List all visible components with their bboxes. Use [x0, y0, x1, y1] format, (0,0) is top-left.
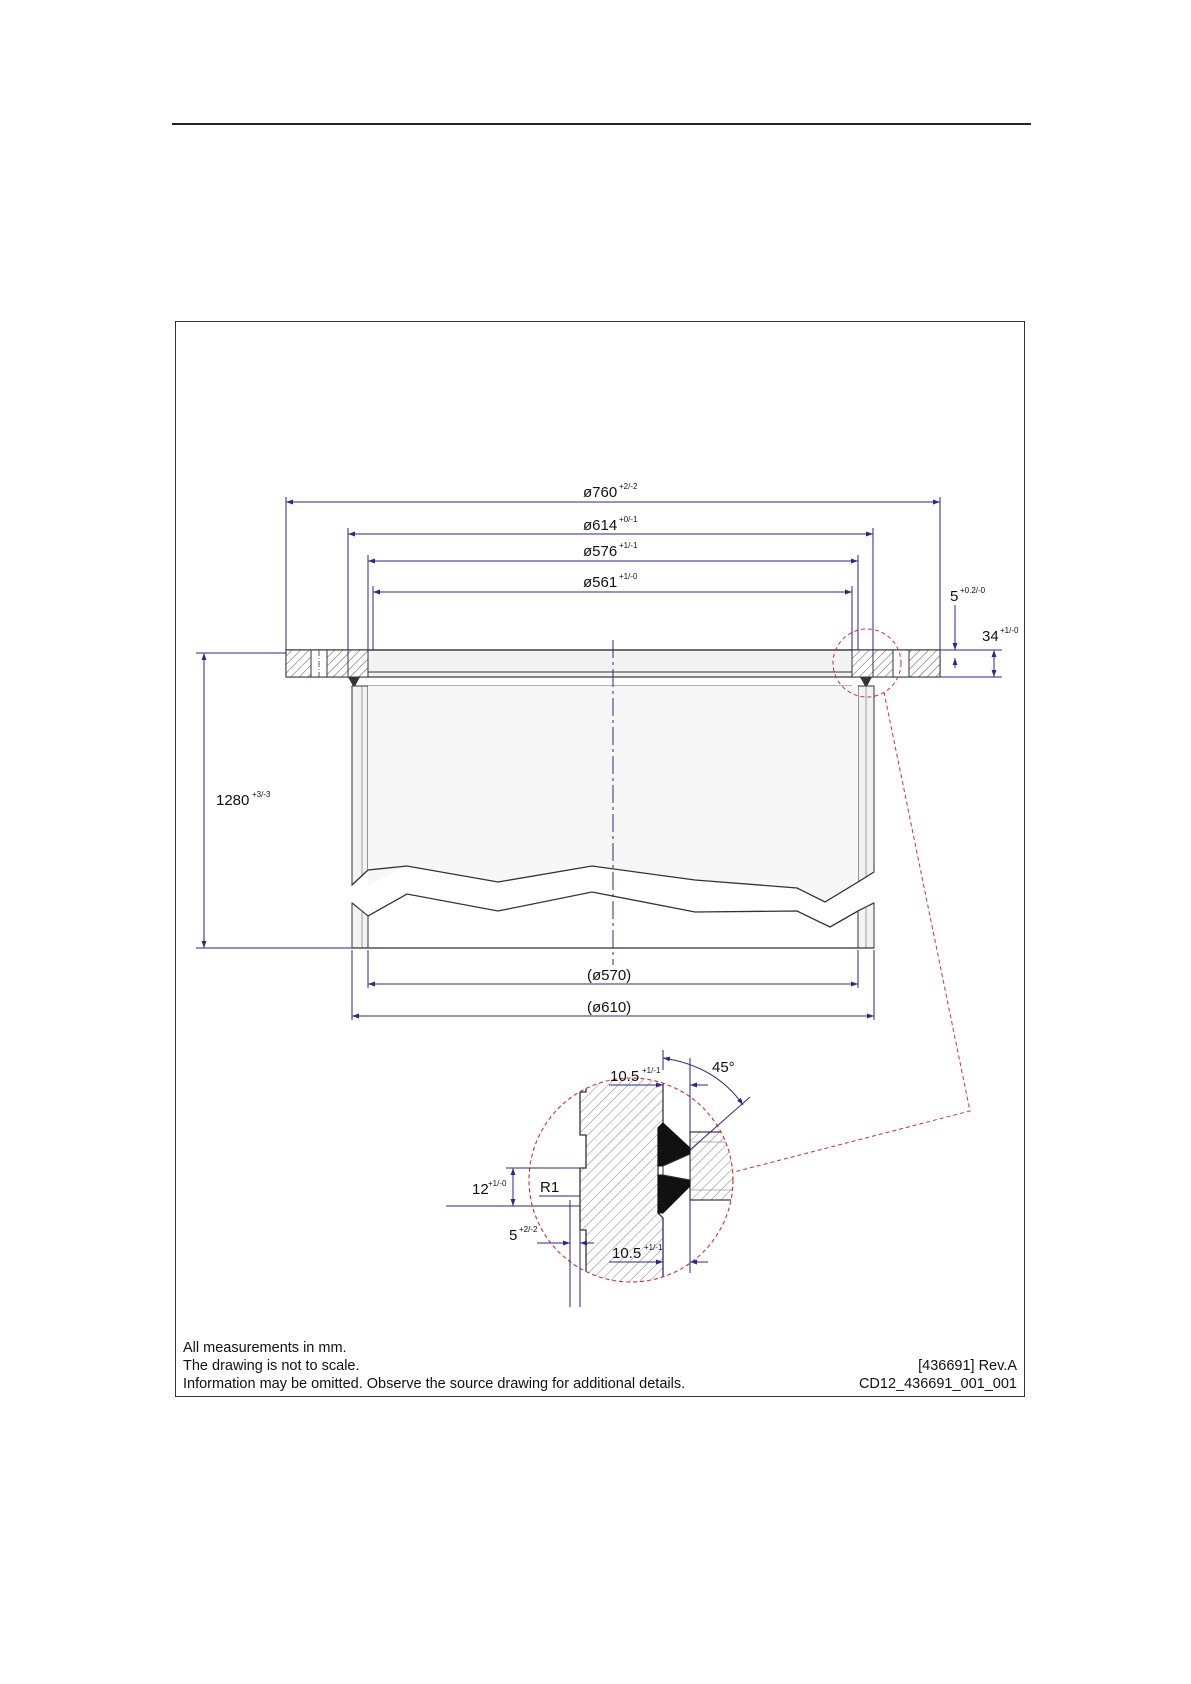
dimension-labels-main: ø760 +2/-2 ø614 +0/-1 ø576 +1/-1 ø561 +1…: [216, 482, 1019, 1016]
break-line-lower: [351, 891, 875, 928]
label-d610: (ø610): [587, 999, 631, 1016]
label-d576: ø576: [583, 543, 617, 560]
label-flange-step-tol: +0.2/-0: [960, 586, 986, 595]
drawing-revision: [436691] Rev.A: [918, 1358, 1017, 1374]
note-omitted: Information may be omitted. Observe the …: [183, 1376, 686, 1392]
label-height: 1280: [216, 792, 249, 809]
note-units: All measurements in mm.: [183, 1340, 347, 1356]
detail-leader: [733, 691, 971, 1173]
flange-section-right: [851, 649, 874, 678]
label-weld-bottom: 10.5: [612, 1245, 641, 1262]
label-radius: R1: [540, 1179, 559, 1196]
note-scale: The drawing is not to scale.: [183, 1358, 360, 1374]
label-height-tol: +3/-3: [252, 790, 271, 799]
dimension-labels-detail: 10.5 +1/-1 45° 12 +1/-0 R1 5 +2/-2 10.5 …: [472, 1059, 735, 1262]
label-d760: ø760: [583, 484, 617, 501]
label-d570: (ø570): [587, 967, 631, 984]
label-d561: ø561: [583, 574, 617, 591]
label-d760-tol: +2/-2: [619, 482, 638, 491]
label-d614: ø614: [583, 517, 617, 534]
label-weld-top-tol: +1/-1: [642, 1066, 661, 1075]
drawing-number: CD12_436691_001_001: [858, 1376, 1017, 1392]
detail-flange-section: [579, 1078, 664, 1282]
label-recess-width: 5: [509, 1227, 517, 1244]
label-weld-bottom-tol: +1/-1: [644, 1243, 663, 1252]
detail-marker-circle: [832, 628, 902, 698]
label-d576-tol: +1/-1: [619, 541, 638, 550]
drawing-frame: [175, 321, 1025, 1397]
label-recess-depth-tol: +1/-0: [488, 1179, 507, 1188]
label-recess-depth: 12: [472, 1181, 489, 1198]
header-rule: [172, 123, 1031, 125]
break-line-upper: [351, 865, 875, 903]
pipe-wall-left: [351, 685, 369, 887]
dimensions-detail: [446, 1050, 751, 1307]
main-view: [285, 628, 971, 1173]
label-recess-width-tol: +2/-2: [519, 1225, 538, 1234]
detail-circle: [528, 1077, 734, 1283]
label-d614-tol: +0/-1: [619, 515, 638, 524]
dimensions-main: [196, 497, 1002, 1020]
label-weld-top: 10.5: [610, 1068, 639, 1085]
label-angle: 45°: [712, 1059, 735, 1076]
label-flange-thickness: 34: [982, 628, 999, 645]
detail-view: [528, 1077, 734, 1283]
label-d561-tol: +1/-0: [619, 572, 638, 581]
label-flange-thickness-tol: +1/-0: [1000, 626, 1019, 635]
flange-section-left: [285, 649, 312, 678]
label-flange-step: 5: [950, 588, 958, 605]
